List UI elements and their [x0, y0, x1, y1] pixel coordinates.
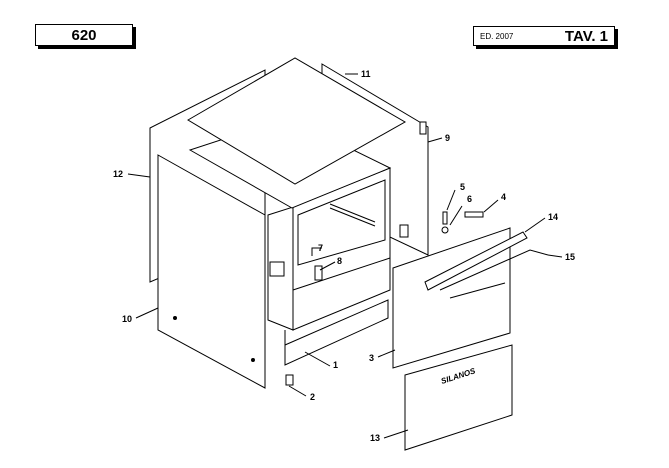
- leader-7: [311, 247, 322, 256]
- leader-9: [427, 137, 443, 143]
- panel-10-screw: [173, 316, 177, 320]
- table-reference-box: ED. 2007 TAV. 1: [473, 26, 615, 46]
- leader-15: [547, 254, 563, 258]
- part-number-label: 11: [361, 69, 371, 79]
- leader-13: [383, 429, 409, 439]
- inner-rail: [329, 203, 376, 223]
- panel-10-screw-2: [251, 358, 255, 362]
- part-number-label: 10: [122, 314, 132, 324]
- leader-2: [288, 385, 307, 397]
- inner-rail-2: [329, 207, 376, 227]
- part-number-label: 4: [501, 192, 506, 202]
- leader-4: [483, 199, 499, 213]
- part-number-label: 2: [310, 392, 315, 402]
- part-14-handle: [424, 231, 528, 291]
- leader-3: [377, 349, 396, 358]
- door-slot: [449, 282, 506, 299]
- part-number-label: 6: [467, 194, 472, 204]
- part-10-side-panel: [157, 154, 266, 389]
- part-11-top-lid: [187, 57, 407, 185]
- part-number-label: 15: [565, 252, 575, 262]
- part-number-label: 7: [318, 243, 323, 253]
- part-8-hinge: [314, 265, 323, 281]
- part-13-lower-panel: [404, 344, 513, 451]
- leader-12: [127, 173, 151, 178]
- cabinet-opening: [297, 179, 386, 266]
- model-number: 620: [71, 26, 97, 44]
- leader-6: [449, 205, 463, 226]
- part-9-bracket: [419, 121, 427, 135]
- part-number-label: 3: [369, 353, 374, 363]
- part-number-label: 12: [113, 169, 123, 179]
- part-6-washer: [441, 226, 449, 234]
- front-divider: [292, 257, 391, 291]
- leader-5: [446, 189, 456, 211]
- leader-14: [524, 217, 546, 233]
- edition-label: ED. 2007: [480, 31, 514, 41]
- leader-8: [319, 261, 336, 271]
- part-number-label: 5: [460, 182, 465, 192]
- part-4-pin: [464, 211, 484, 218]
- part-number-label: 13: [370, 433, 380, 443]
- model-number-box: 620: [35, 24, 133, 46]
- part-number-label: 9: [445, 133, 450, 143]
- part-15-gasket: [439, 249, 549, 291]
- part-number-label: 8: [337, 256, 342, 266]
- leader-10: [135, 307, 159, 319]
- table-label: TAV. 1: [564, 27, 608, 45]
- cabinet-hinge: [399, 224, 409, 238]
- part-5-bolt: [442, 211, 448, 225]
- part-number-label: 1: [333, 360, 338, 370]
- side-grille: [269, 261, 285, 277]
- leader-1: [304, 351, 331, 367]
- part-2-foot: [285, 374, 294, 386]
- part-number-label: 14: [548, 212, 558, 222]
